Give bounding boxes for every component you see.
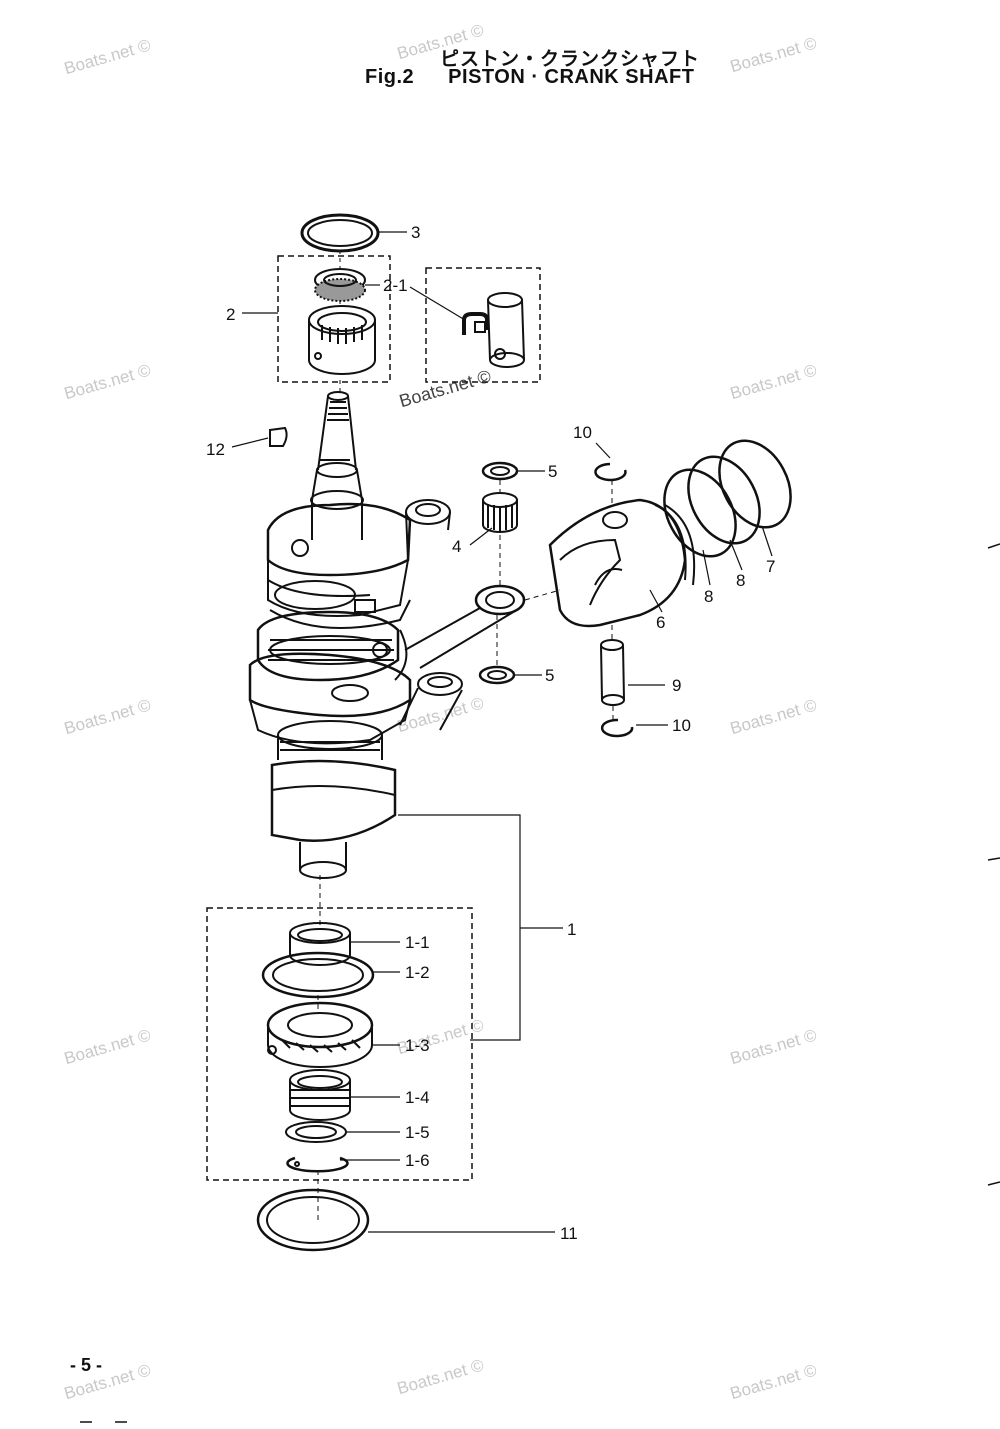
callout-1: 1: [567, 920, 576, 939]
part-11-washer: [256, 1188, 370, 1252]
callout-1-4: 1-4: [405, 1088, 430, 1107]
crankshaft-assembly: [248, 391, 526, 879]
callout-1-2: 1-2: [405, 963, 430, 982]
callout-10-upper: 10: [573, 423, 592, 442]
part-5-thrust-washer-lower: [478, 665, 516, 685]
callout-6: 6: [656, 613, 665, 632]
part-10-circlip-upper: [594, 462, 627, 482]
part-10-circlip-lower: [600, 718, 634, 738]
callout-leaders: [231, 231, 773, 1233]
callout-3: 3: [411, 223, 420, 242]
group-box-part-2: [277, 255, 391, 383]
part-12-woodruff-key: [269, 426, 288, 447]
callout-10-lower: 10: [672, 716, 691, 735]
figure-title-text: PISTON · CRANK SHAFT: [448, 66, 695, 88]
edge-marks: [80, 543, 1000, 1423]
part-1-4-seal-holder: [289, 1069, 351, 1121]
callout-12: 12: [206, 440, 225, 459]
callout-1-3: 1-3: [405, 1036, 430, 1055]
part-1-5-shim: [285, 1121, 347, 1143]
part-2-bearing: [308, 305, 376, 375]
figure-number: Fig.2: [365, 66, 415, 88]
group-box-pin: [425, 267, 541, 383]
part-1-6-circlip: [286, 1156, 349, 1173]
part-9-piston-pin: [600, 639, 625, 706]
group-box-part-1: [206, 907, 473, 1181]
part-1-2-washer: [261, 951, 375, 999]
part-8-piston-ring-a: [687, 455, 761, 545]
callout-9: 9: [672, 676, 681, 695]
part-2-1-needle-bearing-cage: [314, 268, 366, 302]
part-7-piston-ring: [718, 439, 792, 529]
callout-1-6: 1-6: [405, 1151, 430, 1170]
callout-2: 2: [226, 305, 235, 324]
callout-8-b: 8: [736, 571, 745, 590]
callout-5-lower: 5: [545, 666, 554, 685]
part-3-thrust-washer: [300, 213, 380, 253]
part-6-piston: [548, 498, 696, 628]
part-5-thrust-washer-upper: [481, 461, 519, 481]
callout-4: 4: [452, 537, 461, 556]
title-japanese: ピストン・クランクシャフト: [440, 48, 701, 70]
callout-1-5: 1-5: [405, 1123, 430, 1142]
part-1-3-ball-bearing: [266, 1001, 374, 1068]
grease-symbol-icon: [462, 312, 489, 335]
part-4-needle-bearing: [482, 492, 518, 533]
callout-5-upper: 5: [548, 462, 557, 481]
callout-8-a: 8: [704, 587, 713, 606]
part-8-piston-ring-b: [663, 468, 737, 558]
callout-1-1: 1-1: [405, 933, 430, 952]
page-number: - 5 -: [70, 1355, 103, 1375]
callout-7: 7: [766, 557, 775, 576]
figure-title: Fig.2 PISTON · CRANK SHAFT: [365, 66, 694, 89]
callout-11: 11: [560, 1224, 578, 1243]
callout-2-1: 2-1: [383, 276, 408, 295]
pin-cylinder: [487, 292, 525, 368]
